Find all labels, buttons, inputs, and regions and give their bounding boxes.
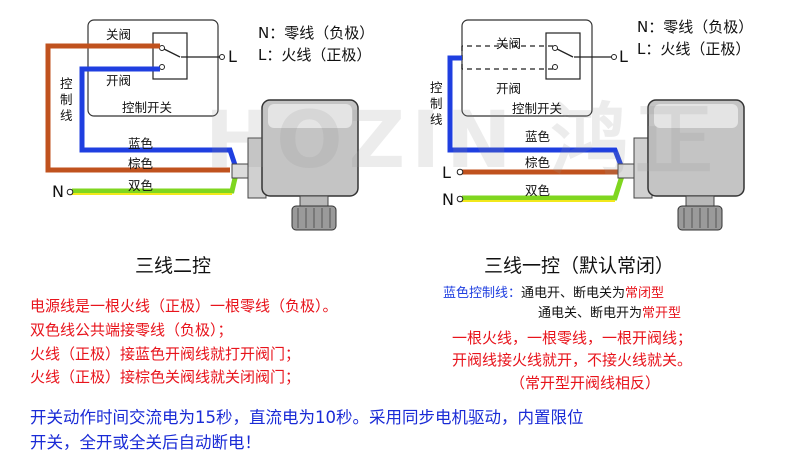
right-n-terminal-dot <box>456 195 464 203</box>
right-caption: 三线一控（默认常闭） <box>484 255 675 277</box>
left-note-3: 火线（正极）接蓝色开阀线就打开阀门； <box>30 345 301 363</box>
bottom-note-line-2: 开关，全开或全关后自动断电！ <box>30 433 261 452</box>
left-switch-contact-top <box>159 45 165 51</box>
right-nc-prefix: 通电开、断电关为 <box>521 286 626 301</box>
left-blue-wire <box>79 66 239 169</box>
bottom-note-line-1: 开关动作时间交流电为15秒，直流电为10秒。采用同步电机驱动，内置限位 <box>30 408 584 427</box>
left-diagram <box>45 19 359 231</box>
right-dual-wire <box>462 175 625 201</box>
right-control-line-label: 控 制 线 <box>430 80 443 127</box>
right-nc-type: 常闭型 <box>625 286 665 301</box>
right-open-valve-label: 开阀 <box>496 81 522 96</box>
left-note-4: 火线（正极）接棕色关阀线就关闭阀门； <box>30 368 301 386</box>
left-n-terminal-dot <box>66 188 74 196</box>
right-switch-lever <box>556 48 574 58</box>
left-actuator-highlight <box>268 104 352 128</box>
left-switch-lever <box>163 48 181 58</box>
left-switch-inner <box>152 32 188 80</box>
right-close-valve-label: 关阀 <box>496 36 522 51</box>
right-n-label: N <box>442 190 454 209</box>
right-switch-contact-top <box>552 45 558 51</box>
left-brown-wire-label: 棕色 <box>128 156 154 171</box>
left-n-label: N <box>52 182 64 201</box>
right-legend-n: N：零线（负极） <box>637 18 754 36</box>
left-legend-n: N：零线（负极） <box>258 24 375 42</box>
right-legend-l: L：火线（正极） <box>637 40 751 58</box>
left-switch-contact-bottom <box>159 64 165 70</box>
watermark: HOZIN 鸿正 <box>205 96 719 186</box>
right-no-note: 通电关、断电开为常开型 <box>538 302 681 321</box>
right-dual-wire-label: 双色 <box>525 183 551 198</box>
left-l-label: L <box>228 47 237 66</box>
left-control-switch-label: 控制开关 <box>122 100 173 115</box>
right-l-terminal-dot-2 <box>456 168 464 176</box>
right-note-2: 开阀线接火线就开，不接火线就关。 <box>452 351 693 369</box>
left-note-1: 电源线是一根火线（正极）一根零线（负极）。 <box>30 297 338 315</box>
right-no-type: 常开型 <box>642 306 682 321</box>
right-actuator-highlight <box>654 104 738 128</box>
left-blue-wire-label: 蓝色 <box>128 136 154 151</box>
right-switch-contact-bottom <box>552 64 558 70</box>
left-open-valve-label: 开阀 <box>106 73 132 88</box>
left-close-valve-label: 关阀 <box>106 27 132 42</box>
right-l-label: L <box>619 47 628 66</box>
right-l-label-2: L <box>442 163 451 182</box>
right-l-terminal-dot <box>611 54 617 60</box>
right-no-prefix: 通电关、断电开为 <box>538 306 643 321</box>
left-brown-wire <box>45 43 230 173</box>
right-blue-control-note: 蓝色控制线：通电开、断电关为常闭型 <box>443 282 664 301</box>
right-blue-wire-label: 蓝色 <box>525 129 551 144</box>
right-brown-wire-label: 棕色 <box>525 155 551 170</box>
right-switch-inner <box>545 32 581 80</box>
left-dual-wire-label: 双色 <box>128 178 154 193</box>
left-control-line-label: 控 制 线 <box>60 76 73 123</box>
left-dual-wire <box>72 173 239 194</box>
right-note-1: 一根火线，一根零线，一根开阀线； <box>452 329 693 347</box>
right-blue-ctrl-label: 蓝色控制线： <box>443 286 522 301</box>
right-note-3: （常开型开阀线相反） <box>510 374 661 392</box>
right-diagram <box>447 19 745 231</box>
left-l-terminal-dot <box>219 54 225 60</box>
left-caption: 三线二控 <box>135 255 212 277</box>
left-legend-l: L：火线（正极） <box>258 46 372 64</box>
left-note-2: 双色线公共端接零线（负极）； <box>30 321 233 339</box>
right-control-switch-label: 控制开关 <box>512 101 563 116</box>
right-blue-wire <box>447 55 625 169</box>
